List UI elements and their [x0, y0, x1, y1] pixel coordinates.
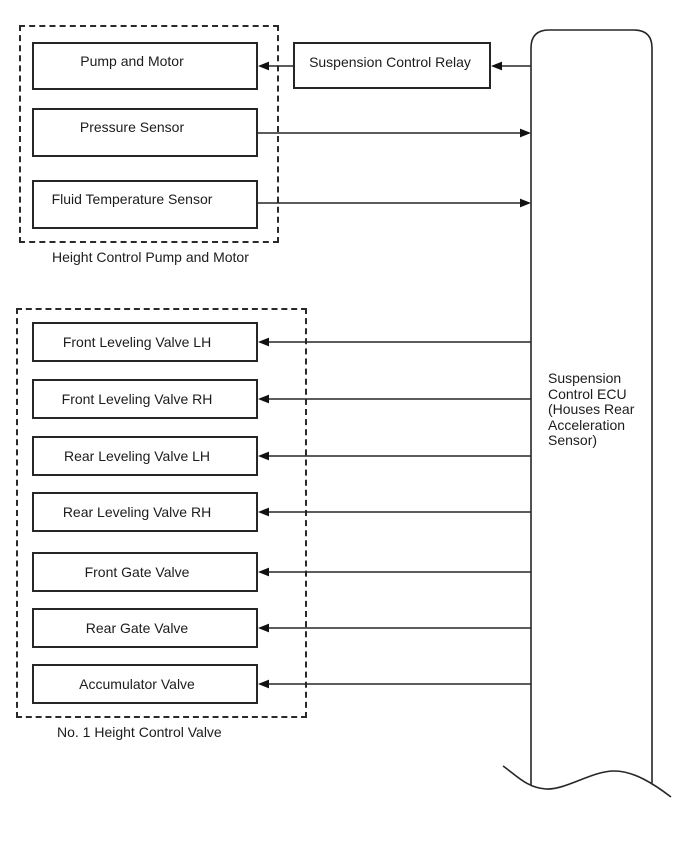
box-rear-gate-valve: Rear Gate Valve: [32, 608, 258, 648]
valve-group-caption: No. 1 Height Control Valve: [57, 724, 222, 740]
box-pressure-sensor: Pressure Sensor: [32, 108, 258, 157]
rear-gate-valve-label: Rear Gate Valve: [85, 620, 189, 636]
box-suspension-control-relay: Suspension Control Relay: [293, 42, 491, 89]
box-fluid-temperature-sensor: Fluid Temperature Sensor: [32, 180, 258, 229]
pressure-sensor-label: Pressure Sensor: [79, 119, 185, 135]
arrow-pressure-sensor-to-ecu: [258, 128, 531, 138]
ecu-label: Suspension Control ECU (Houses Rear Acce…: [548, 370, 635, 448]
box-front-leveling-valve-lh: Front Leveling Valve LH: [32, 322, 258, 362]
front-leveling-valve-rh-label: Front Leveling Valve RH: [61, 391, 213, 407]
accumulator-valve-label: Accumulator Valve: [79, 676, 195, 692]
pump-group-boundary: [19, 25, 279, 243]
suspension-control-relay-label: Suspension Control Relay: [309, 54, 471, 70]
front-leveling-valve-lh-label: Front Leveling Valve LH: [62, 334, 212, 350]
valve-group-boundary: [16, 308, 307, 718]
pump-group-caption: Height Control Pump and Motor: [52, 249, 249, 265]
box-pump-and-motor: Pump and Motor: [32, 42, 258, 90]
fluid-temperature-sensor-label: Fluid Temperature Sensor: [51, 191, 213, 207]
box-accumulator-valve: Accumulator Valve: [32, 664, 258, 704]
arrow-fluid-temp-sensor-to-ecu: [258, 198, 531, 208]
box-front-leveling-valve-rh: Front Leveling Valve RH: [32, 379, 258, 419]
box-rear-leveling-valve-rh: Rear Leveling Valve RH: [32, 492, 258, 532]
front-gate-valve-label: Front Gate Valve: [84, 564, 190, 580]
box-rear-leveling-valve-lh: Rear Leveling Valve LH: [32, 436, 258, 476]
arrow-ecu-to-relay: [491, 61, 531, 71]
pump-and-motor-label: Pump and Motor: [80, 53, 184, 69]
rear-leveling-valve-rh-label: Rear Leveling Valve RH: [62, 504, 212, 520]
ecu-break-line: [502, 765, 672, 798]
box-front-gate-valve: Front Gate Valve: [32, 552, 258, 592]
rear-leveling-valve-lh-label: Rear Leveling Valve LH: [63, 448, 211, 464]
